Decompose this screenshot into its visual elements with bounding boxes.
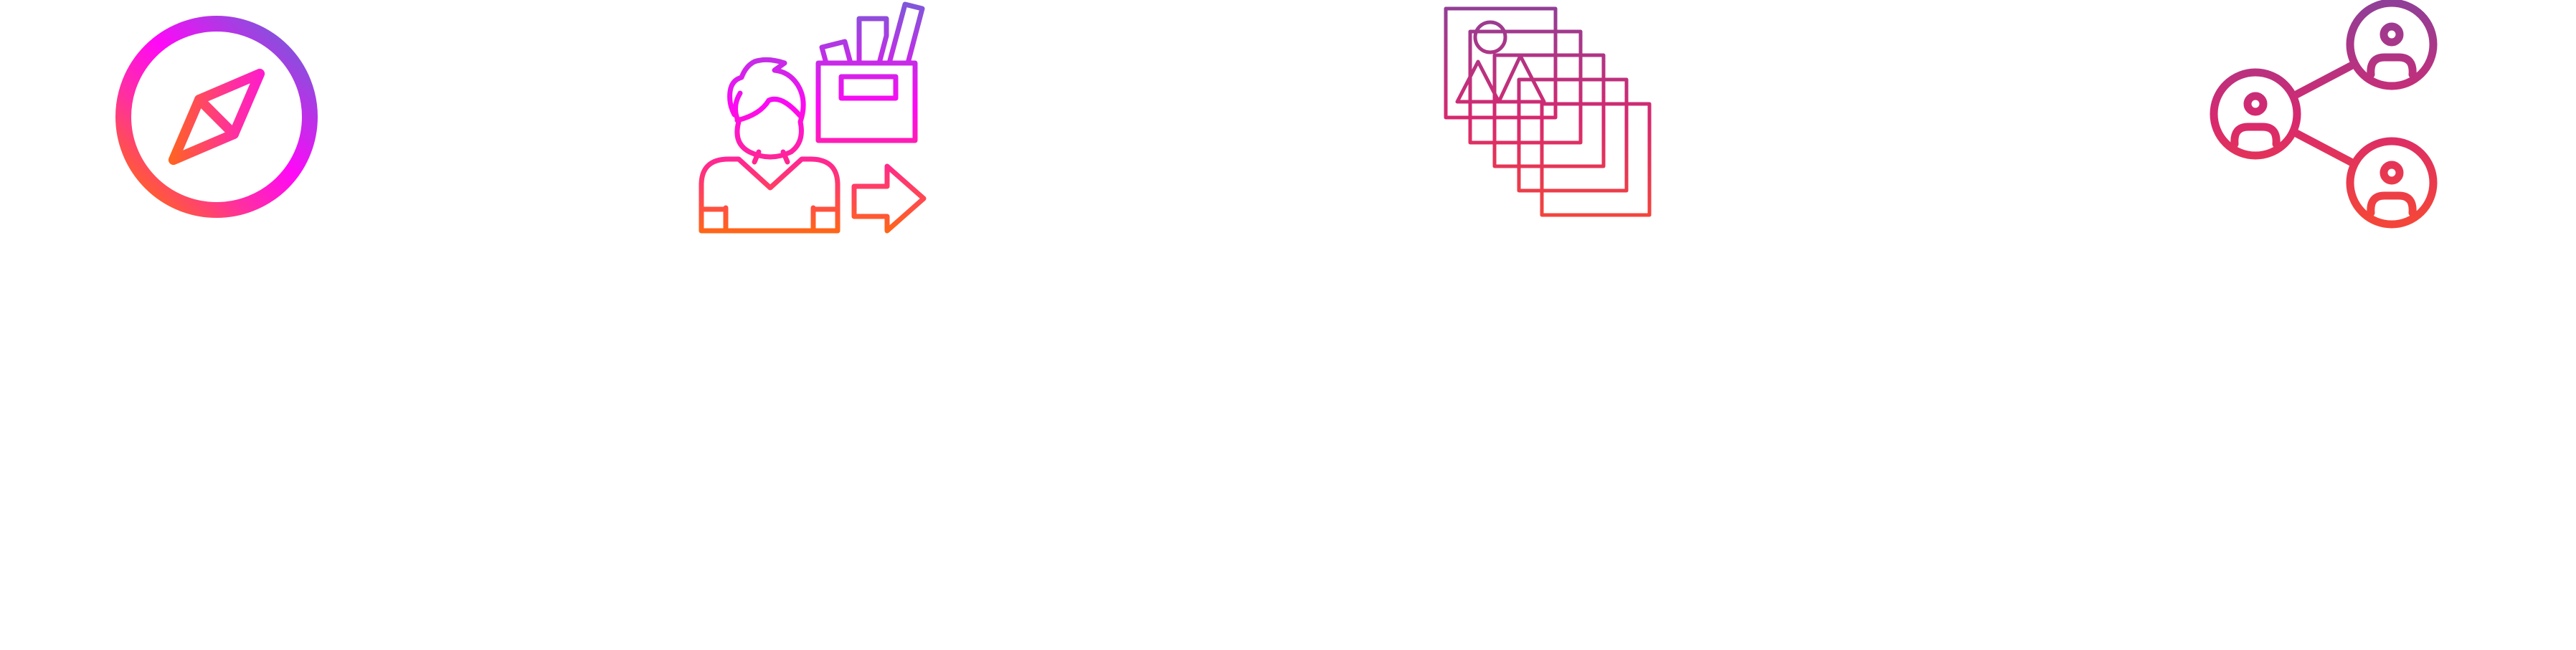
person-figure (699, 57, 840, 234)
user-node-bottom (2346, 137, 2438, 229)
compass-ring (115, 16, 318, 218)
mountains-icon (1455, 54, 1546, 104)
image-stack-icon (1444, 6, 1652, 217)
sun-icon (1473, 20, 1507, 54)
box (815, 1, 925, 143)
frame-3 (1492, 53, 1606, 168)
person-moving-box-icon (699, 1, 927, 234)
frame-4 (1517, 77, 1629, 193)
share-network-users-icon (2210, 0, 2438, 229)
arrow-right-icon (851, 163, 927, 234)
frame-5 (1540, 102, 1652, 217)
frame-front (1444, 6, 1558, 120)
compass-needle (168, 68, 265, 166)
compass-icon (115, 16, 318, 218)
user-node-top (2346, 0, 2438, 90)
frame-2 (1468, 29, 1583, 145)
user-node-left (2210, 68, 2301, 160)
